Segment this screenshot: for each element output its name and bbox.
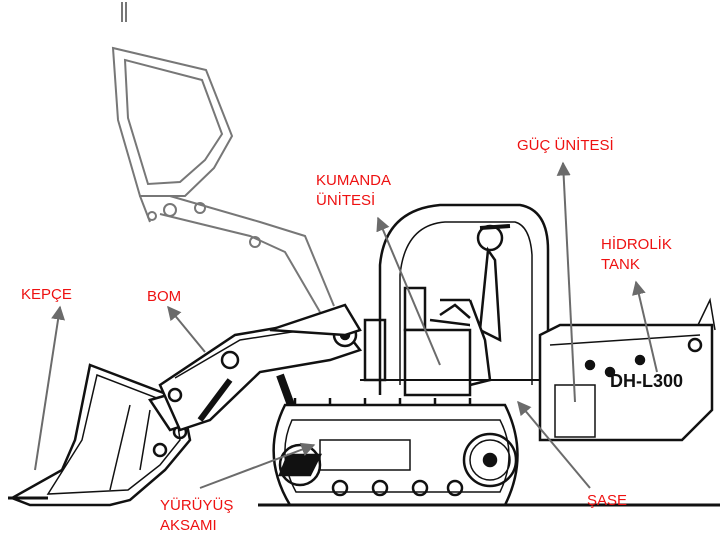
pointer-kepce [35, 307, 60, 470]
label-hidrolik-tank-line1: HİDROLİK [601, 235, 672, 255]
operator-cab [360, 205, 560, 395]
label-sase: ŞASE [587, 491, 627, 511]
label-yuruyus-aksami-line2: AKSAMI [160, 516, 217, 536]
raised-bucket-ghost [113, 2, 334, 312]
label-kumanda-unitesi-line1: KUMANDA [316, 171, 391, 191]
label-kumanda-unitesi-line2: ÜNİTESİ [316, 191, 375, 211]
label-bom: BOM [147, 287, 181, 307]
label-kepce: KEPÇE [21, 285, 72, 305]
pointer-bom [168, 307, 205, 352]
label-hidrolik-tank-line2: TANK [601, 255, 640, 275]
label-guc-unitesi: GÜÇ ÜNİTESİ [517, 136, 614, 156]
engine-housing: DH-L300 [540, 300, 715, 440]
machine-plate: DH-L300 [610, 371, 683, 391]
label-yuruyus-aksami-line1: YÜRÜYÜŞ [160, 496, 233, 516]
